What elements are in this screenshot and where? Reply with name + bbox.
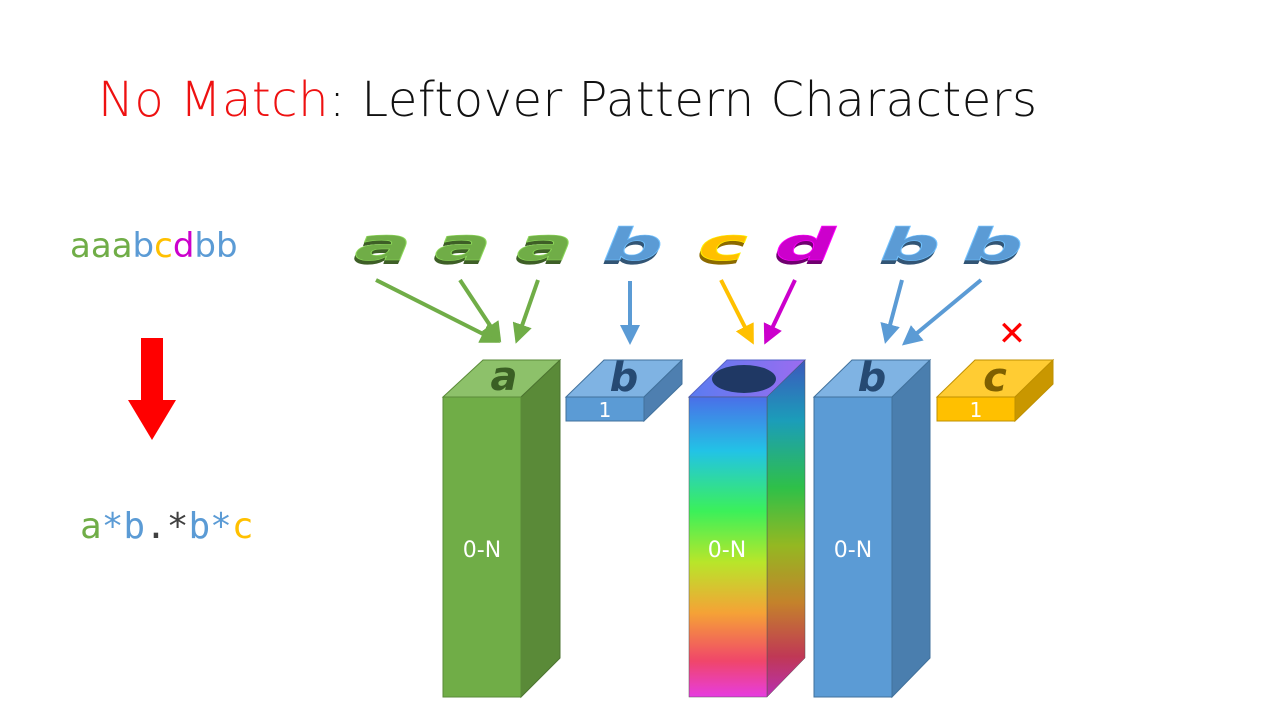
letter-3d-face: b	[954, 219, 1035, 271]
input-char: b	[132, 226, 155, 266]
pattern-token: *	[101, 506, 124, 547]
arrow-b2	[880, 279, 904, 344]
transform-arrow-icon	[128, 338, 176, 440]
arrow-b3	[901, 278, 983, 346]
arrow-a2	[458, 278, 502, 343]
letter-3d-face: d	[766, 219, 847, 271]
block-dot-star-label: 0-N	[708, 538, 746, 563]
pattern-token: *	[166, 506, 189, 547]
arrow-c	[719, 279, 754, 345]
input-char: b	[194, 226, 217, 266]
block-b-star: b 0-N	[812, 355, 932, 699]
arrow-a3	[512, 279, 540, 344]
input-char: a	[70, 226, 91, 266]
arrow-a1	[375, 278, 501, 343]
block-c-single-label: 1	[970, 398, 983, 422]
block-b-single-top-letter: b	[610, 355, 639, 401]
input-char: c	[154, 226, 173, 266]
input-char: a	[90, 226, 112, 266]
block-c-single-top-letter: c	[983, 355, 1007, 401]
regex-pattern: a*b.*b*c	[80, 506, 254, 547]
input-char: d	[172, 226, 195, 266]
pattern-token: .	[145, 506, 167, 547]
input-char: b	[216, 226, 238, 266]
title-no-match: No Match	[98, 72, 329, 128]
letter-3d-face: b	[871, 219, 952, 271]
wildcard-dot-icon	[712, 365, 776, 393]
block-b-star-top-letter: b	[858, 355, 887, 401]
slide-title: No Match: Leftover Pattern Characters	[98, 72, 1037, 128]
block-c-single: c 1	[935, 355, 1055, 423]
letter-3d-face: a	[507, 219, 584, 271]
block-a-star-top-letter: a	[491, 354, 518, 400]
mapping-arrows	[375, 278, 983, 346]
failure-x-icon: ✕	[998, 314, 1027, 354]
block-a-star: a 0-N	[441, 354, 562, 699]
pattern-token: b	[123, 506, 146, 547]
pattern-token: *	[210, 506, 232, 547]
title-rest: : Leftover Pattern Characters	[329, 72, 1038, 128]
input-string: aaabcdbb	[70, 226, 238, 266]
letter-3d-face: b	[594, 219, 675, 271]
letter-3d-face: a	[425, 219, 502, 271]
pattern-token: c	[231, 506, 254, 547]
block-b-single: b 1	[564, 355, 684, 423]
block-a-star-label: 0-N	[463, 538, 501, 563]
input-char: a	[111, 226, 133, 266]
pattern-token: b	[188, 506, 211, 547]
block-b-star-label: 0-N	[834, 538, 872, 563]
arrow-d	[763, 279, 797, 345]
pattern-token: a	[80, 506, 102, 547]
block-dot-star: 0-N	[687, 359, 807, 698]
block-b-single-label: 1	[599, 398, 612, 422]
letter-3d-face: c	[689, 219, 759, 271]
letter-3d-face: a	[345, 219, 422, 271]
